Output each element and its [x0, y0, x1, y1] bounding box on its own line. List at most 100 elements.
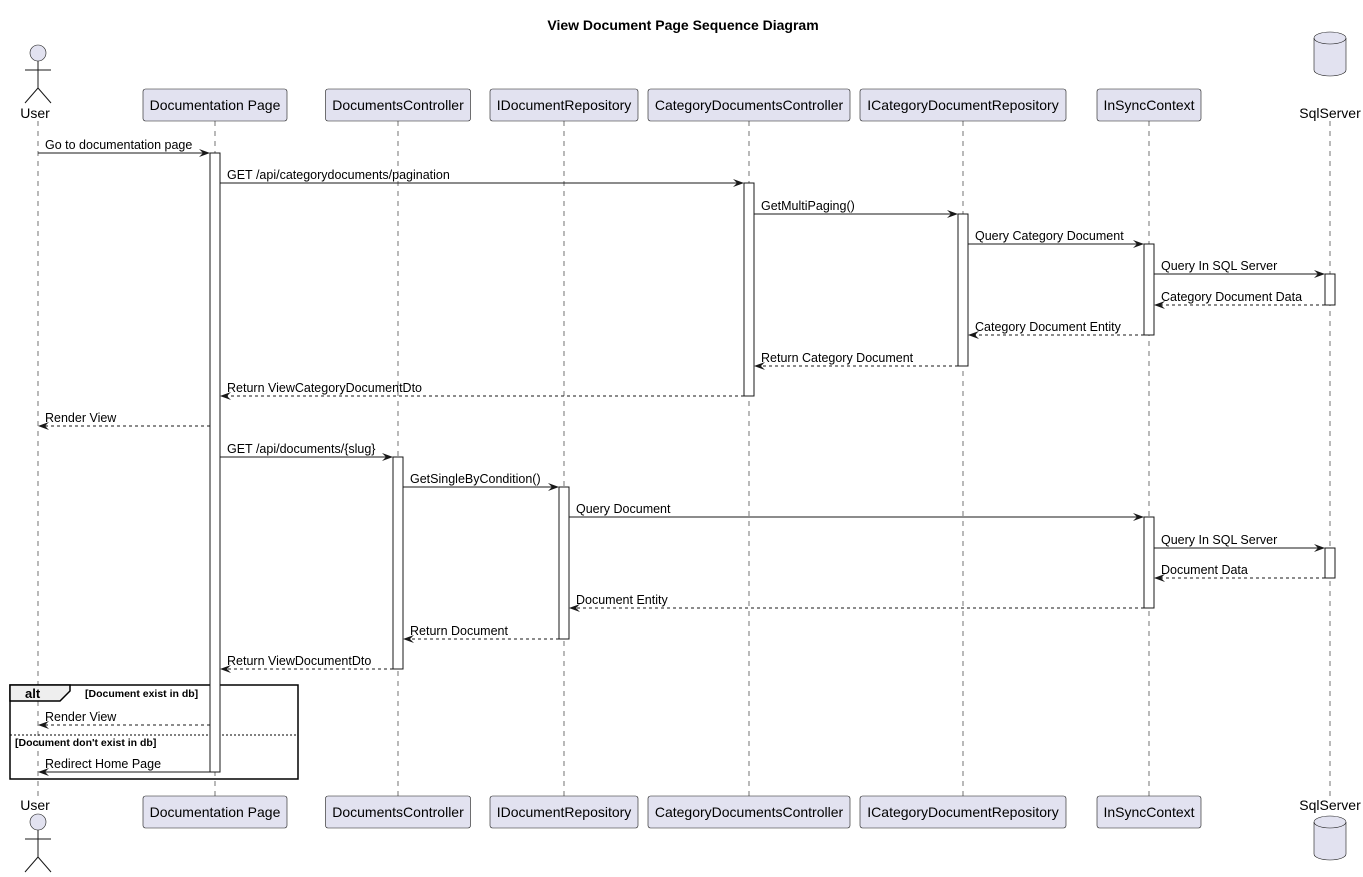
message-label: GET /api/categorydocuments/pagination [227, 168, 450, 182]
message-14: Query In SQL Server [1154, 533, 1325, 552]
participant-docpage-top: Documentation Page [142, 88, 288, 122]
message-17: Return Document [403, 624, 559, 643]
participant-label: IDocumentRepository [497, 97, 632, 113]
message-label: Render View [45, 710, 117, 724]
participant-label: InSyncContext [1103, 804, 1194, 820]
participant-label: SqlServer [1299, 797, 1361, 813]
actor-body [24, 61, 52, 104]
participant-docctrl-bottom: DocumentsController [325, 795, 471, 829]
arrowhead [220, 665, 231, 673]
activation-bar-icatrepo [957, 213, 969, 367]
message-label: Return Category Document [761, 351, 914, 365]
arrowhead [569, 604, 580, 612]
activation-bar-ctx [1143, 516, 1155, 609]
participant-idocrepo-bottom: IDocumentRepository [489, 795, 639, 829]
message-label: GetSingleByCondition() [410, 472, 541, 486]
message-4: Query Category Document [968, 229, 1144, 248]
alt-condition-1: [Document exist in db] [85, 688, 198, 700]
message-16: Document Entity [569, 593, 1144, 612]
participant-box [142, 795, 288, 829]
actor-user-top: User [20, 44, 52, 121]
message-label: Query In SQL Server [1161, 259, 1277, 273]
participant-ctx-top: InSyncContext [1096, 88, 1202, 122]
activation-bar-idocrepo [558, 486, 570, 640]
actor-head [29, 44, 47, 62]
actor-body [24, 830, 52, 873]
diagram-title: View Document Page Sequence Diagram [547, 17, 818, 33]
arrowhead [1133, 240, 1144, 248]
participant-box [325, 88, 471, 122]
message-label: Query In SQL Server [1161, 533, 1277, 547]
message-label: Return Document [410, 624, 508, 638]
participant-box [489, 795, 639, 829]
participant-icatrepo-top: ICategoryDocumentRepository [859, 88, 1067, 122]
activation-bar-sql [1324, 547, 1336, 579]
database-icon [1313, 815, 1347, 861]
message-label: Document Data [1161, 563, 1248, 577]
activation-bar-catctrl [743, 182, 755, 397]
participant-label: ICategoryDocumentRepository [867, 97, 1058, 113]
participant-label: User [20, 797, 50, 813]
message-18: Return ViewDocumentDto [220, 654, 393, 673]
activation-bar-ctx [1143, 243, 1155, 336]
message-13: Query Document [569, 502, 1144, 521]
participant-box [142, 88, 288, 122]
participant-box [859, 88, 1067, 122]
message-19: Render View [38, 710, 210, 729]
message-label: Document Entity [576, 593, 668, 607]
arrowhead [1314, 544, 1325, 552]
participant-box [647, 88, 851, 122]
participant-catctrl-bottom: CategoryDocumentsController [647, 795, 851, 829]
arrowhead [199, 149, 210, 157]
actor-user-bottom: User [20, 797, 52, 873]
message-label: Redirect Home Page [45, 757, 161, 771]
participant-label: CategoryDocumentsController [655, 804, 844, 820]
message-label: Query Category Document [975, 229, 1124, 243]
message-20: Redirect Home Page [38, 757, 210, 776]
message-label: Category Document Data [1161, 290, 1302, 304]
participant-label: DocumentsController [332, 804, 464, 820]
participant-box [1096, 795, 1202, 829]
participant-label: ICategoryDocumentRepository [867, 804, 1058, 820]
participant-box [489, 88, 639, 122]
message-label: Category Document Entity [975, 320, 1122, 334]
arrowhead [733, 179, 744, 187]
message-12: GetSingleByCondition() [403, 472, 559, 491]
database-icon [1313, 31, 1347, 77]
message-8: Return Category Document [754, 351, 958, 370]
arrowhead [38, 768, 49, 776]
participant-label: Documentation Page [150, 804, 281, 820]
participant-catctrl-top: CategoryDocumentsController [647, 88, 851, 122]
message-10: Render View [38, 411, 210, 430]
message-label: Render View [45, 411, 117, 425]
message-label: GetMultiPaging() [761, 199, 855, 213]
arrowhead [38, 721, 49, 729]
arrowhead [947, 210, 958, 218]
participant-icatrepo-bottom: ICategoryDocumentRepository [859, 795, 1067, 829]
participant-box [325, 795, 471, 829]
message-label: Return ViewCategoryDocumentDto [227, 381, 422, 395]
arrowhead [548, 483, 559, 491]
arrowhead [1154, 574, 1165, 582]
arrowhead [754, 362, 765, 370]
alt-frame: alt[Document exist in db][Document don't… [9, 684, 299, 780]
actor-head [29, 813, 47, 831]
participant-label: CategoryDocumentsController [655, 97, 844, 113]
arrowhead [38, 422, 49, 430]
participant-box [859, 795, 1067, 829]
arrowhead [968, 331, 979, 339]
message-9: Return ViewCategoryDocumentDto [220, 381, 744, 400]
message-1: Go to documentation page [38, 138, 210, 157]
participant-idocrepo-top: IDocumentRepository [489, 88, 639, 122]
message-label: GET /api/documents/{slug} [227, 442, 375, 456]
message-15: Document Data [1154, 563, 1325, 582]
participant-box [647, 795, 851, 829]
participant-label: IDocumentRepository [497, 804, 632, 820]
participant-label: DocumentsController [332, 97, 464, 113]
message-2: GET /api/categorydocuments/pagination [220, 168, 744, 187]
activation-bar-docpage [209, 152, 221, 773]
arrowhead [1154, 301, 1165, 309]
message-5: Query In SQL Server [1154, 259, 1325, 278]
message-11: GET /api/documents/{slug} [220, 442, 393, 461]
